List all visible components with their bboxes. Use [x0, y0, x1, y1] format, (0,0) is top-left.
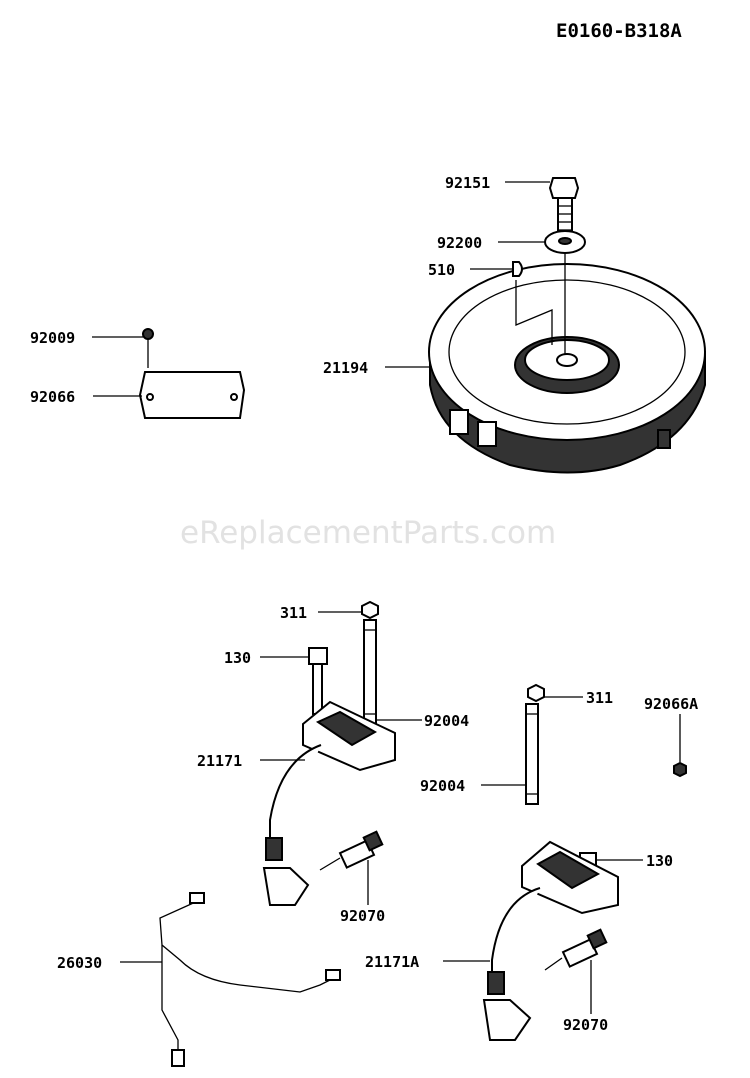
callout-92200[interactable]: 92200	[437, 234, 482, 252]
callout-92151[interactable]: 92151	[445, 174, 490, 192]
callout-311-right[interactable]: 311	[586, 689, 613, 707]
flywheel-key[interactable]	[512, 261, 523, 277]
callout-130-left[interactable]: 130	[224, 649, 251, 667]
callout-21171[interactable]: 21171	[197, 752, 242, 770]
left-spark-plug[interactable]	[319, 830, 384, 871]
callout-510[interactable]: 510	[428, 261, 455, 279]
leader-lines	[92, 181, 681, 1014]
left-coil-assembly	[262, 600, 396, 906]
left-coil-nut[interactable]	[361, 600, 379, 620]
callout-labels: 92151 92200 510 21194 92009 92066 311 13…	[30, 174, 698, 1034]
callout-92070-left[interactable]: 92070	[340, 907, 385, 925]
flywheel-washer[interactable]	[544, 230, 586, 254]
left-coil-bolt[interactable]	[308, 647, 328, 715]
callout-92070-right[interactable]: 92070	[563, 1016, 608, 1034]
diagram-id: E0160-B318A	[556, 20, 682, 42]
callout-130-right[interactable]: 130	[646, 852, 673, 870]
flywheel-assembly	[428, 177, 706, 474]
callout-92066[interactable]: 92066	[30, 388, 75, 406]
right-ignition-coil[interactable]	[482, 840, 619, 1041]
plate-screw[interactable]	[142, 328, 154, 368]
right-coil-stud[interactable]	[525, 703, 539, 805]
callout-92066A[interactable]: 92066A	[644, 695, 698, 713]
callout-92004-left[interactable]: 92004	[424, 712, 469, 730]
left-coil-stud[interactable]	[363, 619, 377, 725]
callout-21194[interactable]: 21194	[323, 359, 368, 377]
callout-26030[interactable]: 26030	[57, 954, 102, 972]
watermark: eReplacementParts.com	[180, 515, 556, 551]
left-ignition-coil[interactable]	[262, 700, 396, 906]
name-plate[interactable]	[138, 371, 246, 419]
right-spark-plug[interactable]	[544, 928, 608, 971]
callout-92004-right[interactable]: 92004	[420, 777, 465, 795]
callout-21171A[interactable]: 21171A	[365, 953, 419, 971]
right-nut-92066A[interactable]	[673, 761, 687, 778]
callout-311-left[interactable]: 311	[280, 604, 307, 622]
callout-92009[interactable]: 92009	[30, 329, 75, 347]
wiring-harness[interactable]	[159, 892, 341, 1067]
flywheel[interactable]	[428, 263, 706, 474]
right-coil-nut[interactable]	[527, 683, 545, 703]
right-coil-assembly	[482, 683, 687, 1041]
